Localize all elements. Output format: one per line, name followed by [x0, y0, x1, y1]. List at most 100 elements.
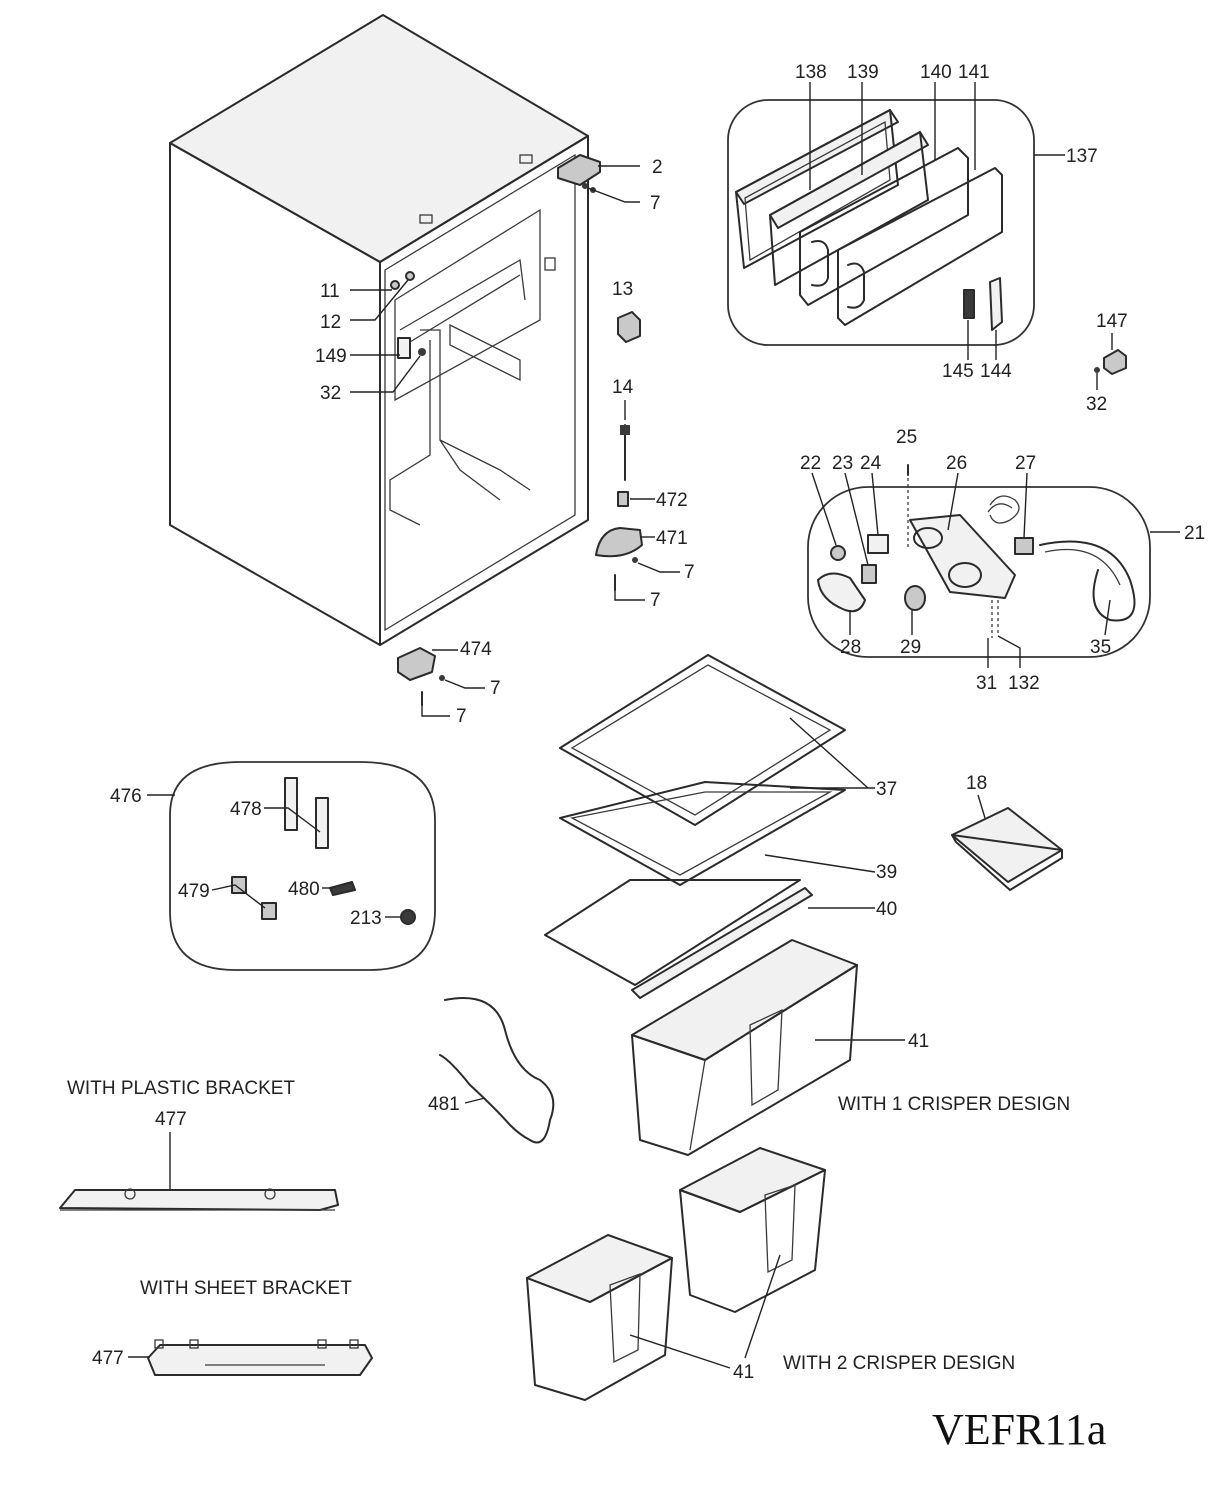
label-480: 480 [288, 879, 320, 900]
screw-7b [632, 557, 638, 563]
label-213: 213 [350, 908, 382, 929]
label-29: 29 [900, 637, 921, 658]
label-147: 147 [1096, 311, 1128, 332]
caption-one-crisper: WITH 1 CRISPER DESIGN [838, 1094, 1070, 1115]
label-40: 40 [876, 899, 897, 920]
label-27: 27 [1015, 453, 1036, 474]
part-11 [390, 280, 400, 290]
leader-23 [844, 472, 869, 566]
label-138: 138 [795, 62, 827, 83]
leader-18 [977, 794, 986, 819]
label-472: 472 [656, 490, 688, 511]
leader-478 [264, 807, 321, 833]
crisper-single [631, 939, 858, 1156]
label-7b: 7 [684, 562, 695, 583]
thermostat-lamp-assembly [807, 472, 1151, 658]
label-479: 479 [178, 881, 210, 902]
ice-tray [951, 807, 1063, 891]
part-149 [397, 337, 411, 359]
label-25: 25 [896, 427, 917, 448]
label-477b: 477 [92, 1348, 124, 1369]
label-24: 24 [860, 453, 882, 474]
door-reversal-kit [169, 761, 436, 971]
leader-7b [637, 562, 680, 573]
label-145: 145 [942, 361, 974, 382]
caption-sheet-bracket: WITH SHEET BRACKET [140, 1278, 352, 1299]
leader-27 [1023, 472, 1028, 539]
label-13: 13 [612, 279, 633, 300]
part-472 [617, 491, 629, 507]
label-39: 39 [876, 862, 897, 883]
part-13 [617, 311, 641, 343]
glass-shelf [544, 879, 801, 986]
crisper-pair [526, 1147, 826, 1401]
leader-7d [444, 679, 485, 689]
leader-26 [947, 472, 959, 531]
label-37: 37 [876, 779, 897, 800]
label-22: 22 [800, 453, 821, 474]
label-139: 139 [847, 62, 879, 83]
screw-7d [439, 675, 445, 681]
label-41b: 41 [733, 1362, 754, 1383]
leader-7a [587, 187, 640, 203]
label-2: 2 [652, 157, 663, 178]
part-12 [405, 271, 415, 281]
caption-plastic-bracket: WITH PLASTIC BRACKET [67, 1078, 295, 1099]
part-14-pin [620, 424, 630, 481]
part-471-hinge-cover [595, 527, 643, 558]
plastic-bracket [59, 1188, 339, 1211]
label-12: 12 [320, 312, 341, 333]
leader-32a [350, 355, 421, 393]
part-147 [1103, 349, 1127, 375]
label-32b: 32 [1086, 394, 1107, 415]
leader-7c [614, 590, 645, 601]
label-478: 478 [230, 799, 262, 820]
label-26: 26 [946, 453, 967, 474]
label-35: 35 [1090, 637, 1111, 658]
label-137: 137 [1066, 146, 1098, 167]
sheet-bracket [147, 1339, 373, 1376]
label-140: 140 [920, 62, 952, 83]
label-481: 481 [428, 1094, 460, 1115]
top-hinge [557, 154, 601, 193]
part-32-screw [418, 348, 426, 356]
leader-41c [744, 1254, 781, 1359]
leader-132 [997, 635, 1021, 668]
refrigerator-cabinet [169, 14, 589, 646]
leader-35 [1104, 599, 1111, 636]
label-149: 149 [315, 346, 347, 367]
leader-479 [211, 884, 266, 909]
part-474-hinge-cover [397, 647, 436, 681]
label-21: 21 [1184, 523, 1205, 544]
leader-41b [629, 1334, 731, 1369]
gasket-wire [439, 997, 555, 1144]
label-477a: 477 [155, 1109, 187, 1130]
label-32a: 32 [320, 383, 341, 404]
label-474: 474 [460, 639, 492, 660]
label-476: 476 [110, 786, 142, 807]
leader-22 [811, 472, 837, 546]
leader-24 [871, 472, 879, 536]
label-28: 28 [840, 637, 861, 658]
label-141: 141 [958, 62, 990, 83]
label-31: 31 [976, 673, 997, 694]
label-7d: 7 [490, 678, 501, 699]
label-7a: 7 [650, 193, 661, 214]
label-14: 14 [612, 377, 634, 398]
label-7c: 7 [650, 590, 661, 611]
part-144 [989, 277, 1003, 331]
label-132: 132 [1008, 673, 1040, 694]
label-11: 11 [320, 281, 340, 302]
caption-two-crisper: WITH 2 CRISPER DESIGN [783, 1353, 1015, 1374]
label-23: 23 [832, 453, 853, 474]
label-471: 471 [656, 528, 688, 549]
label-7e: 7 [456, 706, 467, 727]
leader-39 [764, 854, 876, 873]
leader-481 [464, 1097, 486, 1104]
screw-32b [1094, 367, 1100, 373]
label-144: 144 [980, 361, 1012, 382]
part-145 [963, 289, 975, 319]
wire-shelves [559, 654, 846, 886]
leader-12 [350, 279, 409, 321]
